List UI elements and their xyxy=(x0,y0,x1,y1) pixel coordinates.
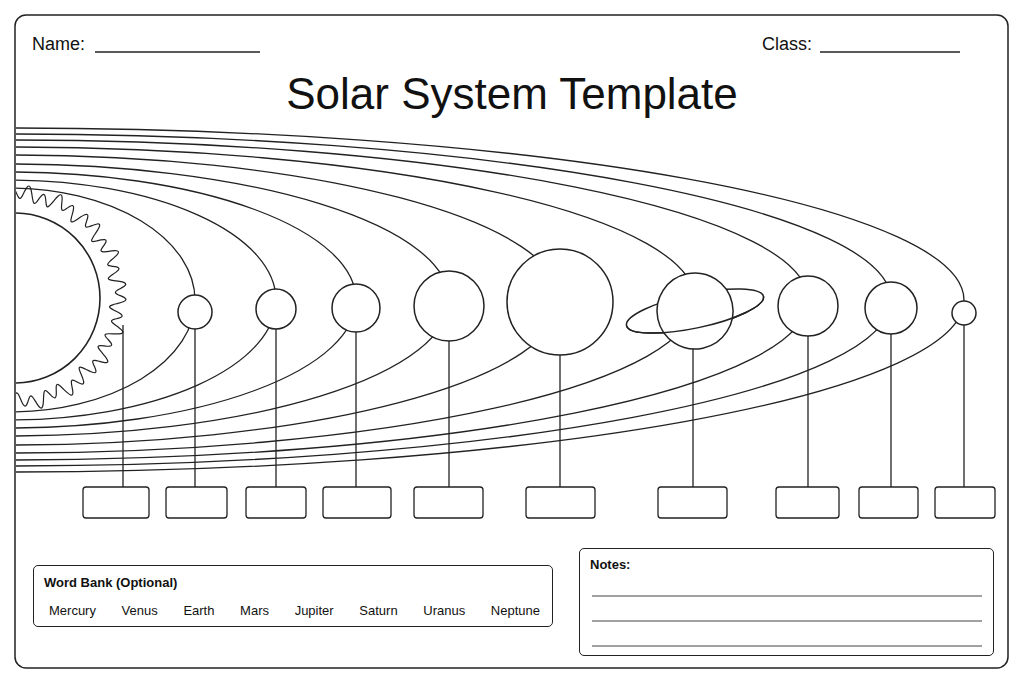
field-label: Class: xyxy=(762,33,812,55)
planets xyxy=(178,249,976,363)
word-bank-word: Saturn xyxy=(359,603,397,619)
answer-box xyxy=(323,487,391,518)
worksheet-title: Solar System Template xyxy=(0,68,1024,120)
answer-box xyxy=(859,487,918,518)
planet-circle xyxy=(865,282,917,334)
stem xyxy=(963,325,964,487)
answer-box xyxy=(246,487,306,518)
stem xyxy=(807,336,808,487)
orbits xyxy=(16,128,964,472)
stem xyxy=(692,348,693,487)
planet-circle xyxy=(650,266,740,356)
word-row: Mercury Venus Earth Mars Jupiter Saturn Uranus… xyxy=(44,603,542,619)
answer-box xyxy=(658,487,727,518)
planet-circle xyxy=(414,271,484,341)
answer-box xyxy=(166,487,227,518)
note-line xyxy=(592,620,982,621)
word-bank-word: Jupiter xyxy=(295,603,334,619)
answer-box xyxy=(776,487,839,518)
planet-ring-front xyxy=(627,296,767,342)
box-heading: Notes: xyxy=(590,557,983,573)
planet-circle xyxy=(332,284,380,332)
answer-boxes xyxy=(83,487,995,518)
answer-box xyxy=(83,487,149,518)
orbit xyxy=(16,188,195,412)
note-line xyxy=(592,595,982,596)
stem xyxy=(355,332,356,487)
answer-box xyxy=(526,487,595,518)
stem xyxy=(890,334,891,487)
class-underline xyxy=(820,51,960,53)
orbit xyxy=(16,134,891,466)
word-bank-box: Word Bank (Optional) Mercury Venus Earth Mar… xyxy=(33,565,553,627)
field-label: Name: xyxy=(32,33,85,55)
sun-body xyxy=(16,213,100,383)
word-bank-word: Venus xyxy=(122,603,158,619)
answer-box xyxy=(935,487,995,518)
stem xyxy=(559,355,560,487)
stem xyxy=(448,341,449,487)
note-lines xyxy=(592,596,982,646)
planet-circle xyxy=(507,249,613,355)
box-heading: Word Bank (Optional) xyxy=(44,575,542,591)
word-bank-word: Earth xyxy=(183,603,214,619)
planet-circle xyxy=(952,301,976,325)
planet-circle xyxy=(178,295,212,329)
note-line xyxy=(592,645,982,646)
orbit xyxy=(16,172,356,428)
notes-box: Notes: xyxy=(579,548,994,656)
stem xyxy=(122,325,123,487)
orbit xyxy=(16,180,276,420)
answer-box xyxy=(414,487,483,518)
orbit xyxy=(16,128,964,472)
word-bank-word: Mercury xyxy=(49,603,96,619)
word-bank-word: Uranus xyxy=(423,603,465,619)
planet-circle xyxy=(778,276,838,336)
word-bank-word: Mars xyxy=(240,603,269,619)
word-bank-word: Neptune xyxy=(491,603,540,619)
sun xyxy=(16,186,126,409)
orbit xyxy=(16,164,449,436)
stem xyxy=(194,329,195,487)
orbit xyxy=(16,140,808,460)
planet-circle xyxy=(256,289,296,329)
ringed-planet xyxy=(619,259,772,362)
stem xyxy=(275,329,276,487)
name-underline xyxy=(95,51,260,53)
orbit xyxy=(16,155,560,445)
